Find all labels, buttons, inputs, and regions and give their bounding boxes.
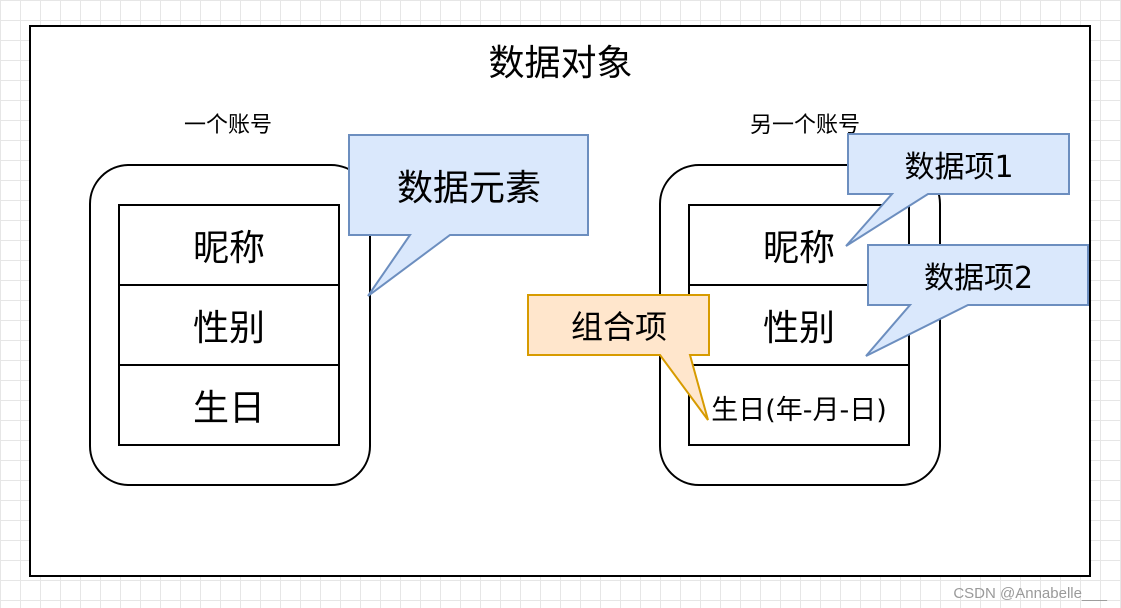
callout-data-item-1-text: 数据项1 [904,150,1014,185]
account-1-field-birthday: 生日 [118,364,340,446]
account-1-field-gender: 性别 [118,284,340,366]
callout-data-item-2-text: 数据项2 [923,261,1034,296]
callout-composite-item-bubble [527,294,710,421]
diagram-title: 数据对象 [488,43,633,84]
account-2-label: 另一个账号 [749,113,860,138]
account-1-field-nickname: 昵称 [118,204,340,286]
callout-data-item-1-bubble [845,133,1070,247]
callout-data-element-bubble [348,134,589,297]
callout-data-item-2-bubble [865,244,1089,357]
watermark-text: CSDN @Annabelle___ [953,585,1107,602]
account-2-field-birthday: 生日(年-月-日) [688,364,910,446]
callout-data-element-text: 数据元素 [396,168,541,209]
account-1-label: 一个账号 [183,113,272,138]
callout-composite-item-text: 组合项 [570,308,667,346]
